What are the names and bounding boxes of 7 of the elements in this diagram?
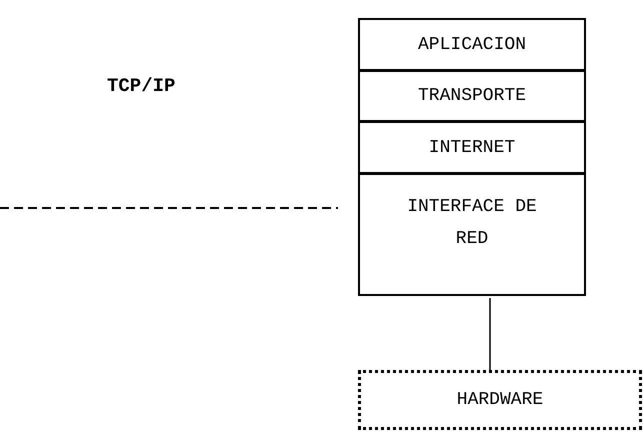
layer-box: INTERNET	[358, 121, 586, 174]
layer-box: INTERFACE DE RED	[358, 173, 586, 296]
connector-line	[489, 298, 491, 372]
stack-title: TCP/IP	[107, 74, 176, 99]
layer-box: TRANSPORTE	[358, 70, 586, 122]
hardware-box: HARDWARE	[358, 370, 642, 430]
layer-box: APLICACION	[358, 18, 586, 71]
